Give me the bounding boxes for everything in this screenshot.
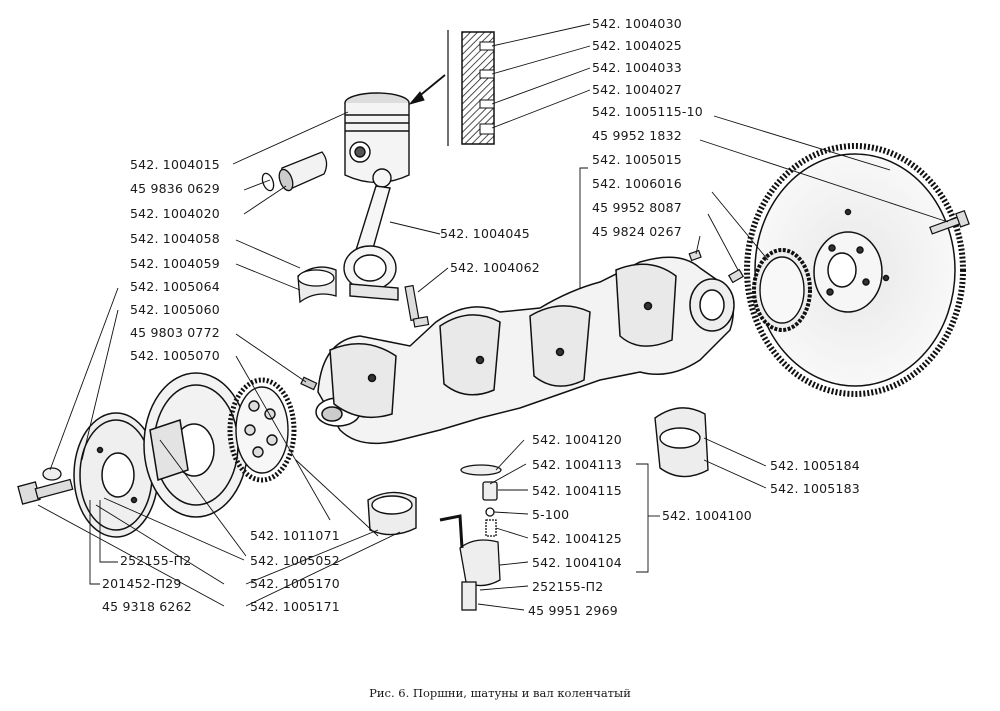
label-542-1004113: 542. 1004113 (532, 457, 622, 472)
label-252155-p2-b: 252155-П2 (120, 553, 192, 568)
crank-gear (752, 248, 812, 332)
label-542-1004100: 542. 1004100 (662, 508, 752, 523)
label-542-1004104: 542. 1004104 (532, 555, 622, 570)
label-542-1011071: 542. 1011071 (250, 528, 340, 543)
label-542-1004027: 542. 1004027 (592, 82, 682, 97)
connecting-rod (343, 168, 399, 301)
label-45-9952-1832: 45 9952 1832 (592, 128, 682, 143)
thrust-bearing-shell (367, 491, 417, 536)
oil-nozzle (439, 464, 502, 611)
label-542-1004020: 542. 1004020 (130, 206, 220, 221)
label-542-1005015: 542. 1005015 (592, 152, 682, 167)
label-542-1004062: 542. 1004062 (450, 260, 540, 275)
label-45-9951-2969: 45 9951 2969 (528, 603, 618, 618)
label-45-9318-6262: 45 9318 6262 (102, 599, 192, 614)
label-542-1004120: 542. 1004120 (532, 432, 622, 447)
label-542-1004045: 542. 1004045 (440, 226, 530, 241)
main-bearing-shells (654, 407, 709, 478)
label-542-1004015: 542. 1004015 (130, 157, 220, 172)
timing-gear (227, 377, 297, 483)
label-542-1005115-10: 542. 1005115-10 (592, 104, 703, 119)
key-pin (300, 376, 318, 391)
flywheel-bolt (929, 209, 970, 235)
label-542-1005183: 542. 1005183 (770, 481, 860, 496)
label-542-1005070: 542. 1005070 (130, 348, 220, 363)
label-542-1004025: 542. 1004025 (592, 38, 682, 53)
label-45-9824-0267: 45 9824 0267 (592, 224, 682, 239)
label-542-1006016: 542. 1006016 (592, 176, 682, 191)
label-542-1004058: 542. 1004058 (130, 231, 220, 246)
rod-bearing-shells (297, 266, 337, 304)
piston-ring-section (408, 30, 495, 146)
damper (143, 372, 249, 518)
piston (344, 92, 410, 184)
label-5-100: 5-100 (532, 507, 570, 522)
label-201452-p29: 201452-П29 (102, 576, 182, 591)
label-45-9803-0772: 45 9803 0772 (130, 325, 220, 340)
label-542-1004059: 542. 1004059 (130, 256, 220, 271)
piston-pin (261, 151, 328, 192)
label-542-1004125: 542. 1004125 (532, 531, 622, 546)
label-252155-p2-a: 252155-П2 (532, 579, 604, 594)
label-542-1004115: 542. 1004115 (532, 483, 622, 498)
front-pulley (73, 412, 159, 538)
label-542-1005052: 542. 1005052 (250, 553, 340, 568)
label-542-1004033: 542. 1004033 (592, 60, 682, 75)
label-542-1005064: 542. 1005064 (130, 279, 220, 294)
label-45-9836-0629: 45 9836 0629 (130, 181, 220, 196)
crankshaft (315, 256, 735, 445)
label-542-1005060: 542. 1005060 (130, 302, 220, 317)
label-542-1004030: 542. 1004030 (592, 16, 682, 31)
figure-caption: Рис. 6. Поршни, шатуны и вал коленчатый (369, 686, 631, 700)
dowel-pins (688, 249, 745, 284)
flywheel (744, 143, 966, 397)
label-542-1005170: 542. 1005170 (250, 576, 340, 591)
leader-lines (37, 23, 949, 611)
label-542-1005184: 542. 1005184 (770, 458, 860, 473)
label-542-1005171: 542. 1005171 (250, 599, 340, 614)
label-45-9952-8087: 45 9952 8087 (592, 200, 682, 215)
rod-bolt (404, 284, 430, 328)
front-bolt (17, 467, 74, 505)
